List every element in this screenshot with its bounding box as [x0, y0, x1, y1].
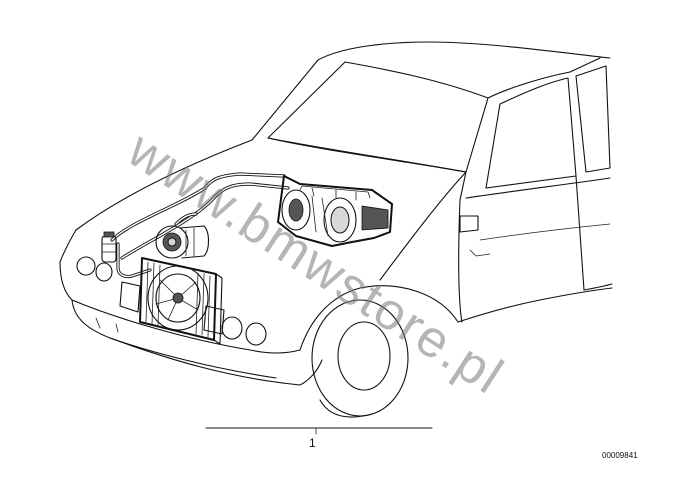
housing-ribs: [299, 185, 371, 201]
ac-pipes: [110, 172, 290, 279]
front-rim: [337, 321, 391, 391]
rocker-line: [457, 287, 613, 323]
grille-left: [119, 281, 141, 313]
tire-bottom: [319, 399, 373, 418]
hood-left-edge: [75, 139, 253, 231]
roof-line: [317, 41, 611, 61]
headlight-right-inner: [221, 316, 243, 340]
fan-ring: [155, 273, 201, 323]
bumper-lower-line: [109, 337, 277, 379]
condenser-fan: [139, 257, 223, 345]
headlight-left-outer: [76, 256, 96, 276]
front-bumper: [71, 299, 301, 386]
wheel-arch: [299, 285, 459, 351]
compressor: [155, 225, 210, 259]
pipe-main-lower: [120, 182, 290, 260]
housing-flap: [361, 205, 389, 231]
grille-right: [203, 305, 225, 335]
car-body: [59, 41, 613, 418]
fan-blades: [155, 279, 199, 321]
bumper-vents: [95, 317, 119, 333]
fan-hub: [172, 292, 184, 304]
door-seam: [575, 175, 585, 291]
windshield: [267, 61, 489, 173]
headlight-right-outer: [245, 322, 267, 346]
front-window: [485, 77, 577, 189]
headlight-left-inner: [95, 262, 113, 282]
reference-code: 00009841: [602, 451, 638, 460]
blower-left: [281, 189, 311, 231]
roofline-rear: [487, 57, 601, 99]
fan-shroud: [147, 265, 209, 331]
housing-outline: [277, 175, 393, 247]
front-tire: [311, 299, 409, 417]
door-handle: [469, 249, 491, 257]
hood-right-edge: [379, 171, 467, 281]
bumper-corner: [299, 359, 323, 386]
rear-window: [575, 65, 611, 173]
windshield-top: [251, 59, 489, 141]
door-top-line: [465, 177, 611, 199]
sill-line: [583, 283, 613, 291]
door-crease: [479, 223, 611, 241]
callout-number: 1: [309, 436, 316, 450]
side-mirror: [459, 215, 479, 233]
fender-left-top: [59, 229, 77, 263]
condenser-fins: [145, 261, 211, 338]
receiver-drier: [101, 231, 117, 263]
front-bumper-top: [59, 261, 301, 354]
evaporator-housing: [277, 175, 393, 247]
cowl: [267, 137, 467, 173]
a-pillar: [458, 171, 467, 323]
blower-right: [323, 197, 357, 243]
